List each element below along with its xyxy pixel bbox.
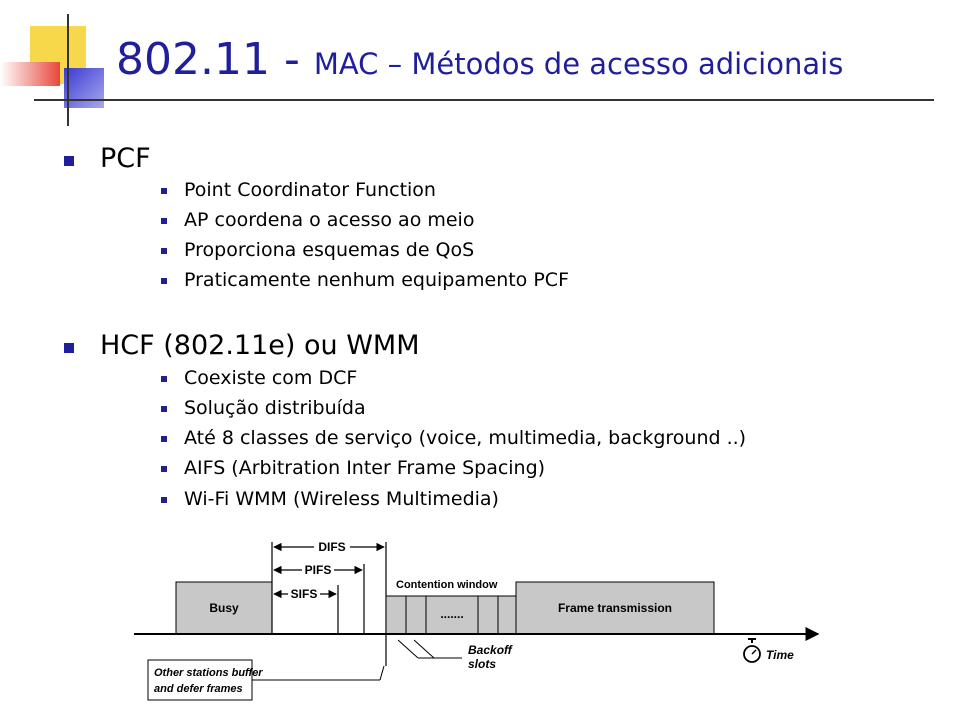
bullet-item: Praticamente nenhum equipamento PCF [160, 269, 570, 291]
other-stations-pointer [379, 665, 385, 681]
backoff-pointer [413, 639, 435, 659]
other-stations-line2: and defer frames [154, 683, 243, 695]
bullet-item: Solução distribuída [161, 397, 366, 419]
corner-blue-square [64, 68, 104, 108]
bullet-item: Point Coordinator Function [161, 179, 436, 201]
bullet-heading-hcf: HCF (802.11e) ou WMM [64, 330, 420, 361]
pifs-label-bg [302, 562, 334, 576]
title-sub: MAC – Métodos de acesso adicionais [313, 47, 844, 81]
sifs-label: SIFS [291, 587, 318, 601]
bullet-item: Proporciona esquemas de QoS [160, 239, 475, 261]
difs-label: DIFS [318, 540, 345, 554]
corner-red-bar [0, 62, 60, 86]
bullet-item: Wi-Fi WMM (Wireless Multimedia) [161, 488, 499, 510]
title-main: 802.11 - [116, 34, 314, 85]
corner-horizontal-line [34, 99, 934, 101]
difs-label-bg [314, 539, 350, 553]
backoff-pointer [397, 639, 419, 659]
other-stations-line1: Other stations buffer [154, 667, 263, 679]
backoff-label-line2: slots [468, 657, 496, 671]
timing-diagram: Busy DIFS PIFS SIFS Contention window ..… [134, 539, 820, 701]
bullet-item: AP coordena o acesso ao meio [160, 209, 475, 231]
frame-transmission-label: Frame transmission [558, 601, 672, 615]
slots-ellipsis: ....... [440, 607, 463, 621]
bullet-item: Até 8 classes de serviço (voice, multime… [160, 427, 747, 449]
bullet-item: Coexiste com DCF [160, 367, 358, 389]
time-label: Time [766, 648, 794, 662]
backoff-label-line1: Backoff [468, 643, 513, 657]
busy-label: Busy [209, 601, 239, 615]
sifs-label-bg [288, 586, 320, 600]
bullet-item: AIFS (Arbitration Inter Frame Spacing) [160, 457, 546, 479]
stopwatch-icon [743, 638, 761, 663]
page-title: 802.11 - MAC – Métodos de acesso adicion… [116, 38, 843, 82]
contention-window-label: Contention window [396, 579, 498, 591]
busy-box [175, 581, 273, 635]
corner-vertical-line [67, 14, 69, 126]
pifs-label: PIFS [305, 563, 332, 577]
frame-transmission-box [515, 581, 715, 635]
bullet-heading-pcf: PCF [64, 143, 151, 174]
